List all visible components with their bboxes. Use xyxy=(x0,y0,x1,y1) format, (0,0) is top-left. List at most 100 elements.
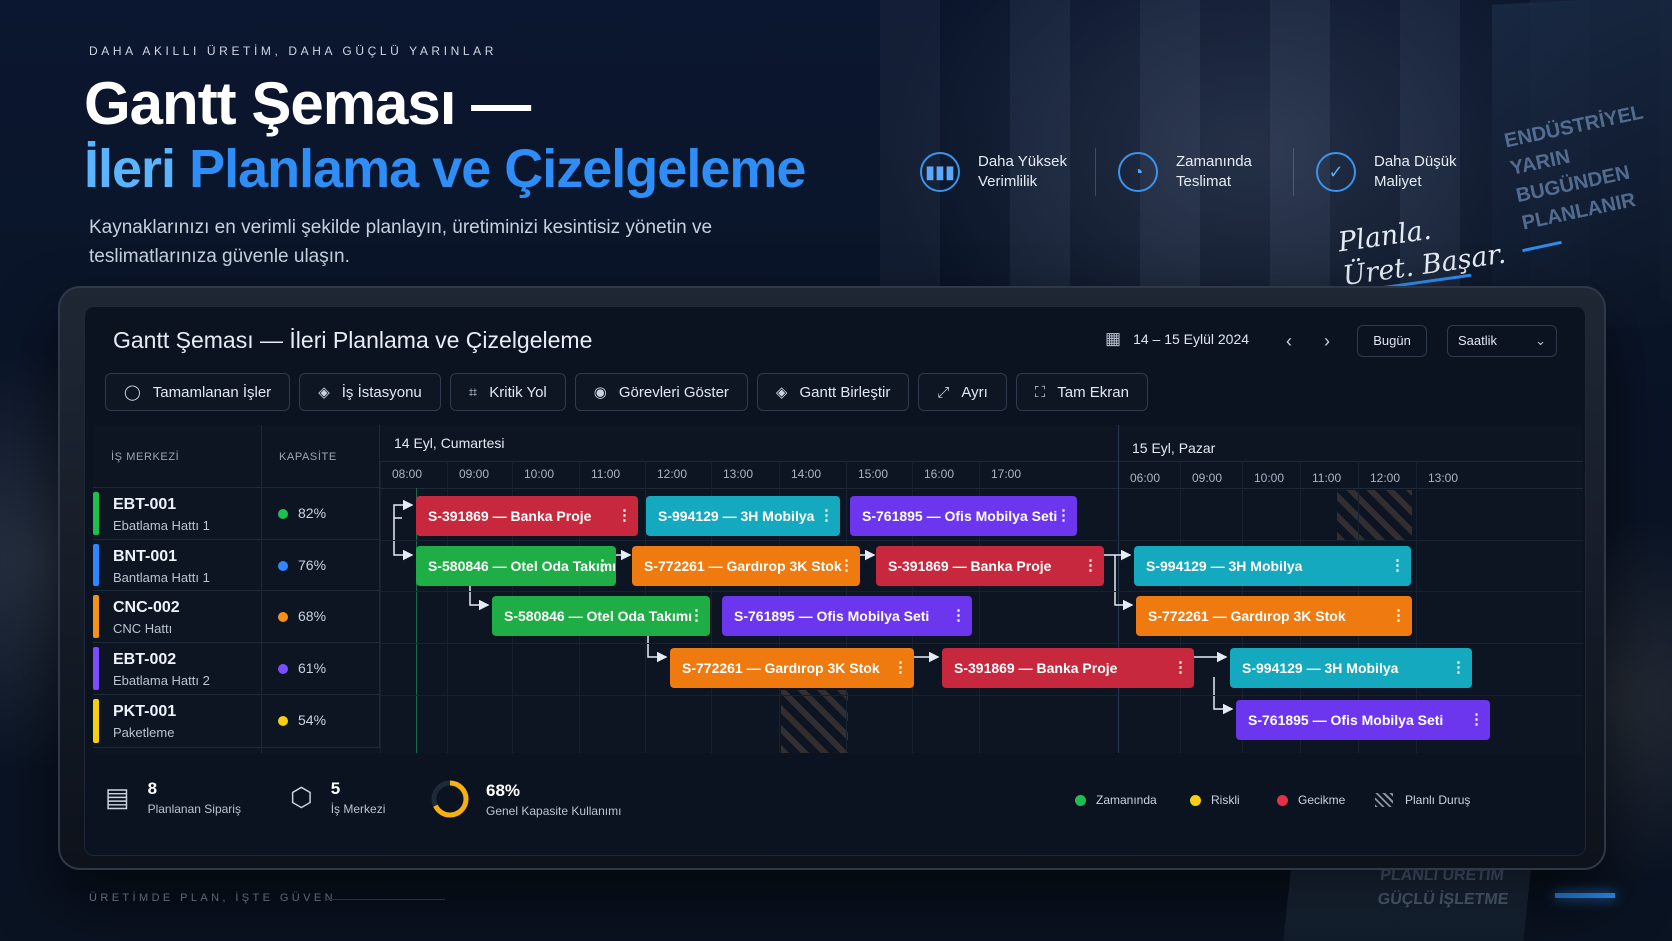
task-label: S-772261 — Gardırop 3K Stok xyxy=(1148,608,1346,624)
hour-gridline xyxy=(1416,461,1417,753)
box-icon: ⬡ xyxy=(290,782,313,812)
legend-label: Riskli xyxy=(1211,793,1240,807)
task-bar[interactable]: S-391869 — Banka Proje ⋮ xyxy=(416,496,638,536)
task-label: S-761895 — Ofis Mobilya Seti xyxy=(734,608,930,624)
legend-planned-downtime: Planlı Duruş xyxy=(1375,793,1470,807)
view-select[interactable]: Saatlik ⌄ xyxy=(1447,325,1557,357)
more-icon[interactable]: ⋮ xyxy=(1056,507,1071,524)
more-icon[interactable]: ⋮ xyxy=(689,607,704,624)
hour-label: 15:00 xyxy=(858,467,889,481)
merge-gantt-button[interactable]: ◈Gantt Birleştir xyxy=(756,373,910,411)
dependency-link xyxy=(393,517,414,561)
fullscreen-button[interactable]: ⛶Tam Ekran xyxy=(1015,373,1148,411)
row-color-stripe xyxy=(93,595,99,638)
toolbar-label: Tam Ekran xyxy=(1057,383,1129,401)
row-gridline xyxy=(380,591,1583,592)
work-center-name: Paketleme xyxy=(113,725,175,740)
day2-header: 15 Eyl, Pazar xyxy=(1132,440,1216,456)
more-icon[interactable]: ⋮ xyxy=(1469,711,1484,728)
more-icon[interactable]: ⋮ xyxy=(893,659,908,676)
more-icon[interactable]: ⋮ xyxy=(1390,557,1405,574)
task-bar[interactable]: S-391869 — Banka Proje⋮ xyxy=(876,546,1104,586)
today-button[interactable]: Bugün xyxy=(1357,325,1427,357)
task-label: S-772261 — Gardırop 3K Stok xyxy=(682,660,880,676)
work-center-code: EBT-001 xyxy=(113,496,177,513)
task-bar[interactable]: S-761895 — Ofis Mobilya Seti⋮ xyxy=(850,496,1077,536)
capacity-dot xyxy=(278,716,288,726)
task-bar[interactable]: S-580846 — Otel Oda Takımı⋮ xyxy=(492,596,710,636)
task-bar[interactable]: S-391869 — Banka Proje⋮ xyxy=(942,648,1194,688)
task-label: S-994129 — 3H Mobilya xyxy=(658,508,815,524)
hour-gridline xyxy=(979,461,980,753)
hour-label: 06:00 xyxy=(1130,471,1161,485)
hour-label: 17:00 xyxy=(991,467,1022,481)
separate-button[interactable]: ⤢ Ayrı xyxy=(918,373,1007,411)
task-bar[interactable]: S-772261 — Gardırop 3K Stok ⋮ xyxy=(1136,596,1412,636)
completed-jobs-button[interactable]: ◯Tamamlanan İşler xyxy=(105,373,291,411)
centers-value: 5 xyxy=(330,779,341,798)
task-bar[interactable]: S-994129 — 3H Mobilya⋮ xyxy=(646,496,840,536)
task-label: S-580846 — Otel Oda Takımı xyxy=(428,558,616,574)
task-label: S-994129 — 3H Mobilya xyxy=(1146,558,1303,574)
hour-label: 08:00 xyxy=(392,467,423,481)
more-icon[interactable]: ⋮ xyxy=(617,507,632,524)
legend-dot xyxy=(1075,794,1086,806)
toolbar-label: Ayrı xyxy=(961,383,988,401)
table-row[interactable]: BNT-001 Bantlama Hattı 1 76% xyxy=(93,540,380,591)
document-icon: ▤ xyxy=(105,782,130,812)
box-text: PLANLI ÜRETİM GÜÇLÜ İŞLETME xyxy=(1376,867,1510,908)
table-header: İŞ MERKEZİ KAPASİTE xyxy=(93,425,380,488)
table-row[interactable]: PKT-001 Paketleme 54% xyxy=(93,695,380,748)
table-row[interactable]: EBT-002 Ebatlama Hattı 2 61% xyxy=(93,643,380,695)
legend-label: Planlı Duruş xyxy=(1405,793,1471,807)
date-range[interactable]: ▦ 14 – 15 Eylül 2024 xyxy=(1105,329,1249,349)
task-bar[interactable]: S-994129 — 3H Mobilya⋮ xyxy=(1230,648,1472,688)
screen-title: Gantt Şeması — İleri Planlama ve Çizelge… xyxy=(113,327,593,353)
hour-gridline xyxy=(447,461,448,753)
task-bar[interactable]: S-580846 — Otel Oda Takımı⋮ xyxy=(416,546,616,586)
workstation-button[interactable]: ◈İş İstasyonu xyxy=(299,373,441,411)
task-bar[interactable]: S-772261 — Gardırop 3K Stok⋮ xyxy=(632,546,860,586)
hour-label: 11:00 xyxy=(1312,471,1342,485)
hour-label: 11:00 xyxy=(591,467,621,481)
task-bar[interactable]: S-994129 — 3H Mobilya ⋮ xyxy=(1134,546,1411,586)
row-color-stripe xyxy=(93,544,99,586)
work-center-name: CNC Hattı xyxy=(113,621,173,636)
table-row[interactable]: EBT-001 Ebatlama Hattı 1 82% xyxy=(93,488,380,540)
more-icon[interactable]: ⋮ xyxy=(839,557,854,574)
hour-label: 16:00 xyxy=(924,467,955,481)
legend-label: Gecikme xyxy=(1298,793,1346,807)
more-icon[interactable]: ⋮ xyxy=(1391,607,1406,624)
orders-label: Planlanan Sipariş xyxy=(147,802,241,816)
hour-label: 12:00 xyxy=(657,467,688,481)
more-icon[interactable]: ⋮ xyxy=(819,507,834,524)
more-icon[interactable]: ⋮ xyxy=(1083,557,1098,574)
chevron-right-icon[interactable]: › xyxy=(1324,331,1330,351)
divider xyxy=(380,488,1583,489)
date-nav: ‹ › xyxy=(1270,325,1346,357)
planned-downtime xyxy=(1337,490,1412,540)
dependency-link xyxy=(1213,677,1234,715)
task-bar[interactable]: S-772261 — Gardırop 3K Stok ⋮ xyxy=(670,648,914,688)
more-icon[interactable]: ⋮ xyxy=(1173,659,1188,676)
task-bar[interactable]: S-761895 — Ofis Mobilya Seti⋮ xyxy=(1236,700,1490,740)
table-row[interactable]: CNC-002 CNC Hattı 68% xyxy=(93,591,380,643)
chevron-left-icon[interactable]: ‹ xyxy=(1286,331,1292,351)
row-gridline xyxy=(380,643,1583,644)
task-label: S-391869 — Banka Proje xyxy=(428,508,592,524)
feature-delivery: ◔ Zamanında Teslimat xyxy=(1118,148,1294,196)
more-icon[interactable]: ⋮ xyxy=(595,557,610,574)
task-bar[interactable]: S-761895 — Ofis Mobilya Seti ⋮ xyxy=(722,596,972,636)
work-center-name: Ebatlama Hattı 2 xyxy=(113,673,210,688)
capacity-dot xyxy=(278,509,288,519)
more-icon[interactable]: ⋮ xyxy=(951,607,966,624)
capacity-value: 68% xyxy=(486,780,521,800)
more-icon[interactable]: ⋮ xyxy=(1451,659,1466,676)
planned-downtime xyxy=(781,690,848,753)
expand-icon: ⤢ xyxy=(937,383,950,401)
feature-label: Daha Yüksek Verimlilik xyxy=(978,153,1067,190)
show-tasks-button[interactable]: ◉Görevleri Göster xyxy=(574,373,748,411)
capacity-value: 54% xyxy=(298,712,327,728)
critical-path-button[interactable]: ⌗Kritik Yol xyxy=(449,373,566,411)
